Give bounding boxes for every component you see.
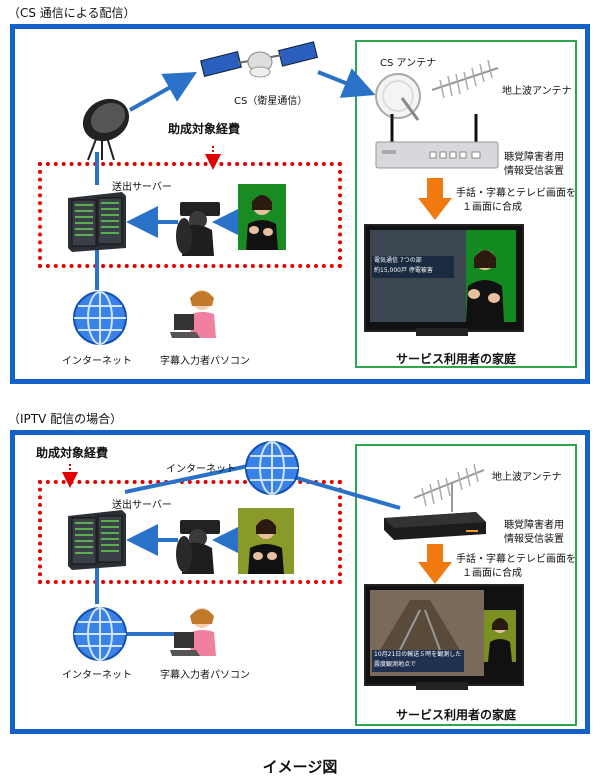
iptv-receiver-label-1: 聴覚障害者用 bbox=[504, 520, 564, 531]
cs-subsidy-label: 助成対象経費 bbox=[168, 122, 241, 136]
iptv-tv-caption-2: 震度観測地点で bbox=[374, 661, 417, 668]
uplink-dish-icon bbox=[82, 98, 130, 161]
cs-section-title: （CS 通信による配信） bbox=[8, 6, 136, 20]
cs-home-label: サービス利用者の家庭 bbox=[396, 352, 517, 366]
iptv-subsidy-label: 助成対象経費 bbox=[36, 446, 109, 460]
iptv-compose-label-2: １画面に合成 bbox=[462, 568, 522, 579]
cs-pc-label: 字幕入力者パソコン bbox=[160, 356, 250, 367]
iptv-tv-signer-panel bbox=[484, 610, 516, 662]
cs-terrestrial-antenna-label: 地上波アンテナ bbox=[502, 86, 572, 97]
cs-terrestrial-antenna-icon bbox=[431, 59, 499, 99]
iptv-server-label: 送出サーバー bbox=[112, 500, 172, 511]
cs-server-icon bbox=[68, 192, 126, 252]
iptv-compose-label-1: 手話・字幕とテレビ画面を bbox=[456, 554, 576, 565]
iptv-internet-globe-top-icon bbox=[245, 441, 299, 495]
cs-caption-person-icon bbox=[170, 290, 216, 338]
iptv-internet-label-bottom: インターネット bbox=[62, 670, 132, 681]
cs-connectors bbox=[95, 68, 376, 290]
dish-to-satellite-arrow bbox=[129, 72, 197, 112]
satellite-label: CS（衛星通信） bbox=[234, 96, 308, 107]
iptv-subsidy-box bbox=[38, 480, 342, 584]
cs-tv: 電気通信 7つの部 約15,000戸 停電被害 bbox=[364, 224, 524, 344]
iptv-compose-arrow bbox=[418, 544, 452, 584]
cs-tv-signer-icon bbox=[466, 250, 504, 322]
satellite-to-antenna-arrow bbox=[317, 68, 376, 98]
iptv-section-title: （IPTV 配信の場合） bbox=[8, 412, 123, 426]
cs-compose-label-2: １画面に合成 bbox=[462, 202, 522, 213]
satellite-icon bbox=[200, 41, 319, 78]
iptv-receiver-device-icon bbox=[384, 512, 486, 540]
iptv-internet-label-top: インターネット bbox=[166, 464, 236, 475]
iptv-tv: 10月21日の輸送５時を観測した 震度観測地点で bbox=[364, 584, 524, 700]
iptv-tv-caption-1: 10月21日の輸送５時を観測した bbox=[374, 651, 462, 658]
iptv-pc-label: 字幕入力者パソコン bbox=[160, 670, 250, 681]
iptv-internet-globe-bottom-icon bbox=[73, 607, 127, 661]
iptv-receiver-label-2: 情報受信装置 bbox=[504, 534, 564, 545]
cs-compose-label-1: 手話・字幕とテレビ画面を bbox=[456, 188, 576, 199]
cs-signer-photo bbox=[238, 184, 286, 250]
cs-antenna-label: CS アンテナ bbox=[380, 58, 437, 69]
cs-tv-caption-1: 電気通信 7つの部 bbox=[374, 257, 422, 264]
cs-diagram-frame bbox=[10, 24, 590, 384]
cs-internet-label: インターネット bbox=[62, 356, 132, 367]
iptv-home-label: サービス利用者の家庭 bbox=[396, 708, 517, 722]
camera-operator-icon bbox=[176, 202, 220, 256]
iptv-signer-photo bbox=[238, 508, 294, 574]
iptv-caption-person-icon bbox=[170, 608, 216, 656]
iptv-server-icon bbox=[68, 510, 126, 570]
iptv-terrestrial-antenna-label: 地上波アンテナ bbox=[492, 472, 562, 483]
iptv-connectors bbox=[62, 464, 401, 638]
cs-receiver-label-2: 情報受信装置 bbox=[504, 166, 564, 177]
cs-receiver-label-1: 聴覚障害者用 bbox=[504, 152, 564, 163]
cs-internet-globe-icon bbox=[73, 291, 127, 345]
figure-caption: イメージ図 bbox=[262, 758, 338, 776]
iptv-terrestrial-antenna-icon bbox=[413, 463, 485, 512]
cs-compose-arrow bbox=[418, 178, 452, 220]
cs-subsidy-box bbox=[38, 162, 342, 268]
cs-antenna-icon bbox=[375, 73, 421, 121]
cs-tv-caption-2: 約15,000戸 停電被害 bbox=[374, 267, 433, 274]
cs-server-label: 送出サーバー bbox=[112, 182, 172, 193]
iptv-camera-operator-icon bbox=[176, 520, 220, 574]
iptv-diagram-frame bbox=[10, 430, 590, 734]
cs-receiver-device-icon bbox=[375, 114, 499, 169]
